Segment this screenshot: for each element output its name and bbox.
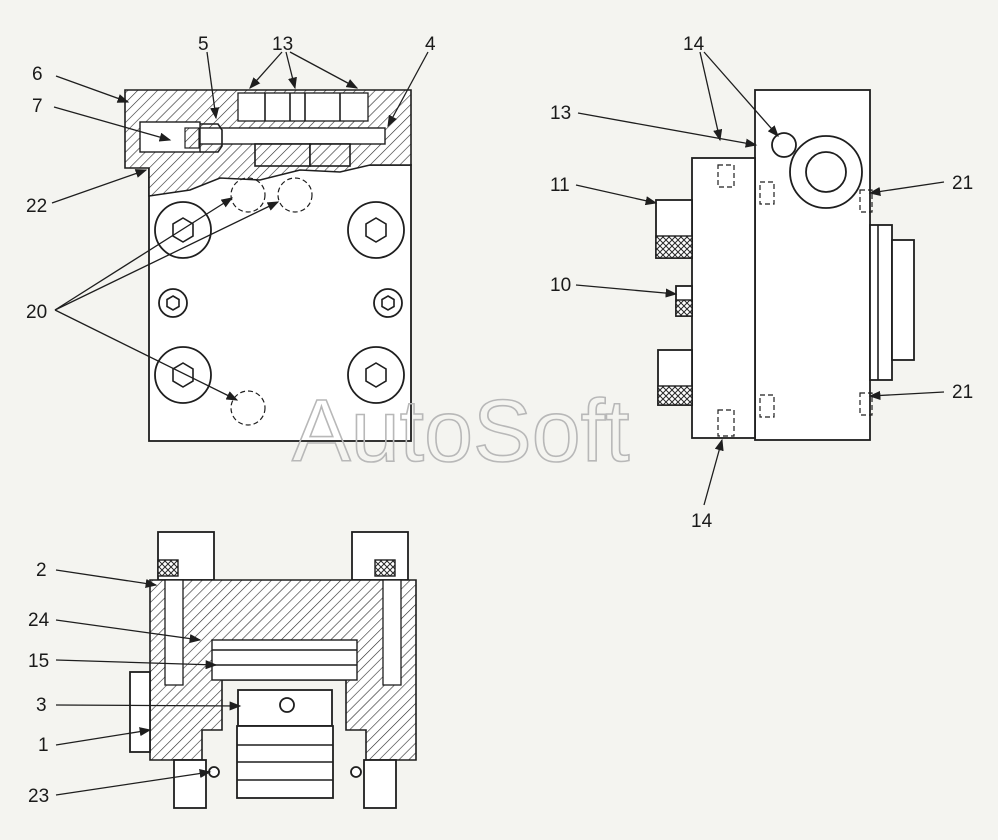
callout-14-bottom: 14	[691, 511, 713, 532]
side-boss	[129, 671, 151, 753]
spool-land-1	[254, 143, 311, 167]
callout-1: 1	[38, 735, 49, 756]
port-hidden-1	[230, 177, 266, 213]
callout-21-top: 21	[952, 173, 973, 194]
callout-4: 4	[425, 34, 436, 55]
port-hidden-3	[230, 390, 266, 426]
top-left-view: 6 7 5 13 4 22 20	[26, 34, 436, 442]
callout-23: 23	[28, 786, 49, 807]
solenoid-lower-knurl	[657, 385, 693, 406]
cover-plate	[869, 224, 893, 381]
callout-15: 15	[28, 651, 49, 672]
bottom-stub-left	[173, 759, 207, 809]
port-hidden-2	[277, 177, 313, 213]
callout-24: 24	[28, 610, 50, 631]
callout-5: 5	[198, 34, 209, 55]
callout-13: 13	[272, 34, 293, 55]
side-body-front	[691, 157, 756, 439]
callout-22: 22	[26, 196, 47, 217]
callout-14-top: 14	[683, 34, 705, 55]
bolt-head-tr	[347, 201, 405, 259]
callout-13-right: 13	[550, 103, 571, 124]
callout-10: 10	[550, 275, 571, 296]
port-bore	[805, 151, 847, 193]
oring-23-right	[350, 766, 362, 778]
solenoid-11-knurl	[655, 235, 693, 259]
piston-cavity	[211, 639, 358, 681]
bottom-view: 2 24 15 3 1 23	[28, 531, 417, 809]
ball-plug	[771, 132, 797, 158]
bolt-head-tl	[154, 201, 212, 259]
bolt-bore-right	[382, 579, 402, 686]
spool-land-2	[309, 143, 351, 167]
cover-cap	[891, 239, 915, 361]
piston-pin-hole	[279, 697, 295, 713]
callout-6: 6	[32, 64, 43, 85]
callout-20: 20	[26, 302, 47, 323]
right-view: 14 13 11 10 21 21 14	[550, 34, 973, 532]
bottom-stub-right	[363, 759, 397, 809]
small-bolt-left	[158, 288, 188, 318]
plug-10-knurl	[675, 299, 693, 317]
callout-2: 2	[36, 560, 47, 581]
bolt-head-br	[347, 346, 405, 404]
oring-23-left	[208, 766, 220, 778]
bolt-bore-left	[164, 579, 184, 686]
callout-11: 11	[550, 175, 570, 196]
callout-21-bottom: 21	[952, 382, 973, 403]
bolt-head-bl	[154, 346, 212, 404]
callout-3: 3	[36, 695, 47, 716]
watermark: AutoSoft	[292, 381, 630, 480]
callout-7: 7	[32, 96, 43, 117]
small-bolt-right	[373, 288, 403, 318]
spool-ports	[237, 92, 369, 122]
